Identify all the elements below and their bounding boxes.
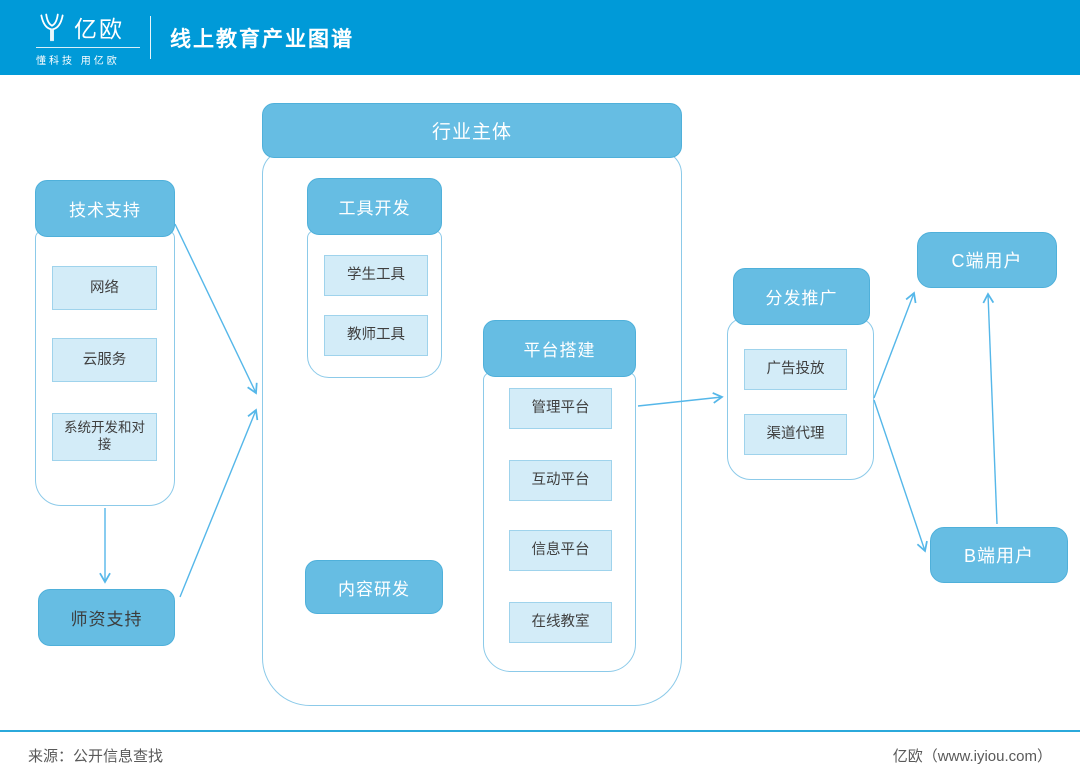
- node-info-platform: 信息平台: [509, 530, 612, 571]
- iyiou-logo-icon: [40, 13, 64, 42]
- node-interactive-platform: 互动平台: [509, 460, 612, 501]
- arrow-distribution-to-c-users: [873, 291, 917, 399]
- page-title: 线上教育产业图谱: [170, 27, 354, 51]
- node-teacher-support: 师资支持: [38, 589, 175, 646]
- node-student-tools: 学生工具: [324, 255, 428, 296]
- node-mgmt-platform: 管理平台: [509, 388, 612, 429]
- distribution-container: [727, 318, 874, 480]
- arrow-tech-to-industry: [174, 223, 258, 395]
- node-tool-dev: 工具开发: [307, 178, 442, 235]
- node-ad-placement: 广告投放: [744, 349, 847, 390]
- node-distribution: 分发推广: [733, 268, 870, 325]
- logo-divider-line: [36, 47, 140, 48]
- node-c-users: C端用户: [917, 232, 1057, 288]
- footer-source-text: 来源：公开信息查找: [28, 748, 164, 765]
- node-teacher-tools: 教师工具: [324, 315, 428, 356]
- top-banner: 亿欧 懂科技 用亿欧 线上教育产业图谱: [0, 0, 1080, 75]
- arrow-b-users-to-c-users: [982, 292, 998, 525]
- node-online-classroom: 在线教室: [509, 602, 612, 643]
- logo-tagline: 懂科技 用亿欧: [36, 56, 120, 67]
- logo-wordmark: 亿欧: [74, 16, 124, 42]
- footer-divider-line: [0, 730, 1080, 732]
- node-platform: 平台搭建: [483, 320, 636, 377]
- node-b-users: B端用户: [930, 527, 1068, 583]
- arrow-distribution-to-b-users: [873, 399, 928, 553]
- node-tech-support: 技术支持: [35, 180, 175, 237]
- node-system-dev: 系统开发和对接: [52, 413, 157, 461]
- node-cloud-service: 云服务: [52, 338, 157, 382]
- node-network: 网络: [52, 266, 157, 310]
- iyiou-logo: 亿欧 懂科技 用亿欧: [36, 10, 146, 67]
- node-channel-agency: 渠道代理: [744, 414, 847, 455]
- node-content-dev: 内容研发: [305, 560, 443, 614]
- header-vertical-divider: [150, 16, 151, 59]
- node-industry-body: 行业主体: [262, 103, 682, 158]
- footer-brand-text: 亿欧（www.iyiou.com）: [892, 748, 1052, 765]
- arrow-teacher-to-industry: [179, 408, 259, 598]
